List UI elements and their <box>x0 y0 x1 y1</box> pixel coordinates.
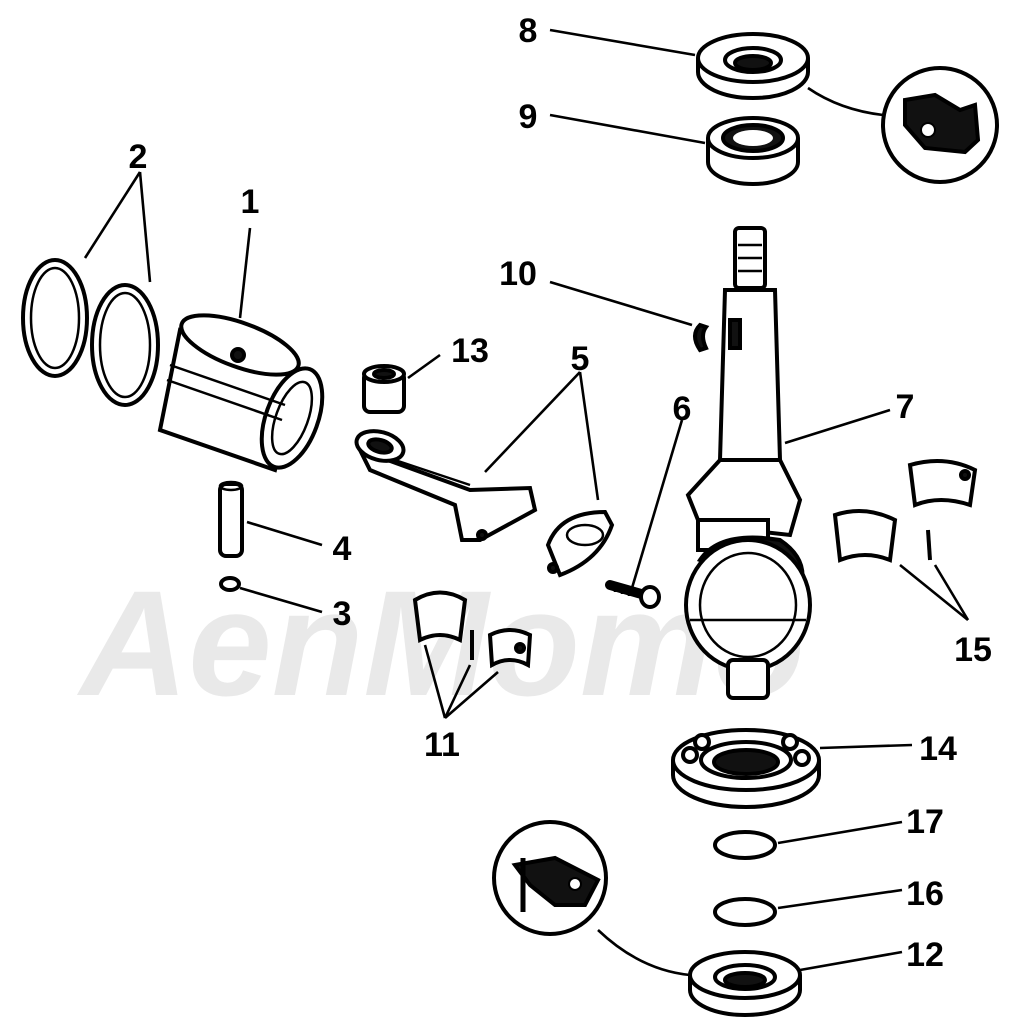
leader-lines <box>83 28 970 972</box>
pin-clip <box>219 576 241 592</box>
bearing-cage-halves <box>412 590 533 669</box>
wrist-pin <box>218 480 244 558</box>
callout-5: 5 <box>571 340 590 378</box>
callout-9: 9 <box>519 98 538 136</box>
callout-labels: 1 2 3 4 5 6 7 8 9 10 11 12 13 14 15 16 1… <box>129 12 992 974</box>
top-roller-bearing <box>706 116 800 186</box>
callout-15: 15 <box>954 631 992 669</box>
callout-11: 11 <box>424 726 460 764</box>
top-oil-seal <box>696 32 810 100</box>
crank-cage-halves <box>832 459 978 563</box>
bottom-oil-seal <box>688 950 802 1017</box>
sealant-tool-icon-top <box>807 66 999 184</box>
callout-2: 2 <box>129 138 148 176</box>
needle-bearing <box>362 364 406 414</box>
callout-6: 6 <box>673 390 692 428</box>
rod-screw <box>605 580 661 609</box>
ball-bearing <box>671 728 821 809</box>
callout-7: 7 <box>896 388 915 426</box>
callout-4: 4 <box>333 530 352 568</box>
callout-13: 13 <box>451 332 489 370</box>
callout-17: 17 <box>906 803 944 841</box>
piston-rings <box>21 258 160 407</box>
crankshaft <box>684 226 812 700</box>
woodruff-key <box>693 322 710 353</box>
callout-8: 8 <box>519 12 538 50</box>
callout-10: 10 <box>499 255 537 293</box>
callout-12: 12 <box>906 936 944 974</box>
retaining-ring-lower <box>713 897 777 927</box>
callout-14: 14 <box>919 730 957 768</box>
callout-3: 3 <box>333 595 352 633</box>
piston <box>157 313 325 473</box>
callout-16: 16 <box>906 875 944 913</box>
connecting-rod <box>354 429 615 578</box>
sealant-tool-icon-bottom <box>492 820 691 977</box>
callout-1: 1 <box>241 183 260 221</box>
retaining-ring-upper <box>713 830 777 860</box>
